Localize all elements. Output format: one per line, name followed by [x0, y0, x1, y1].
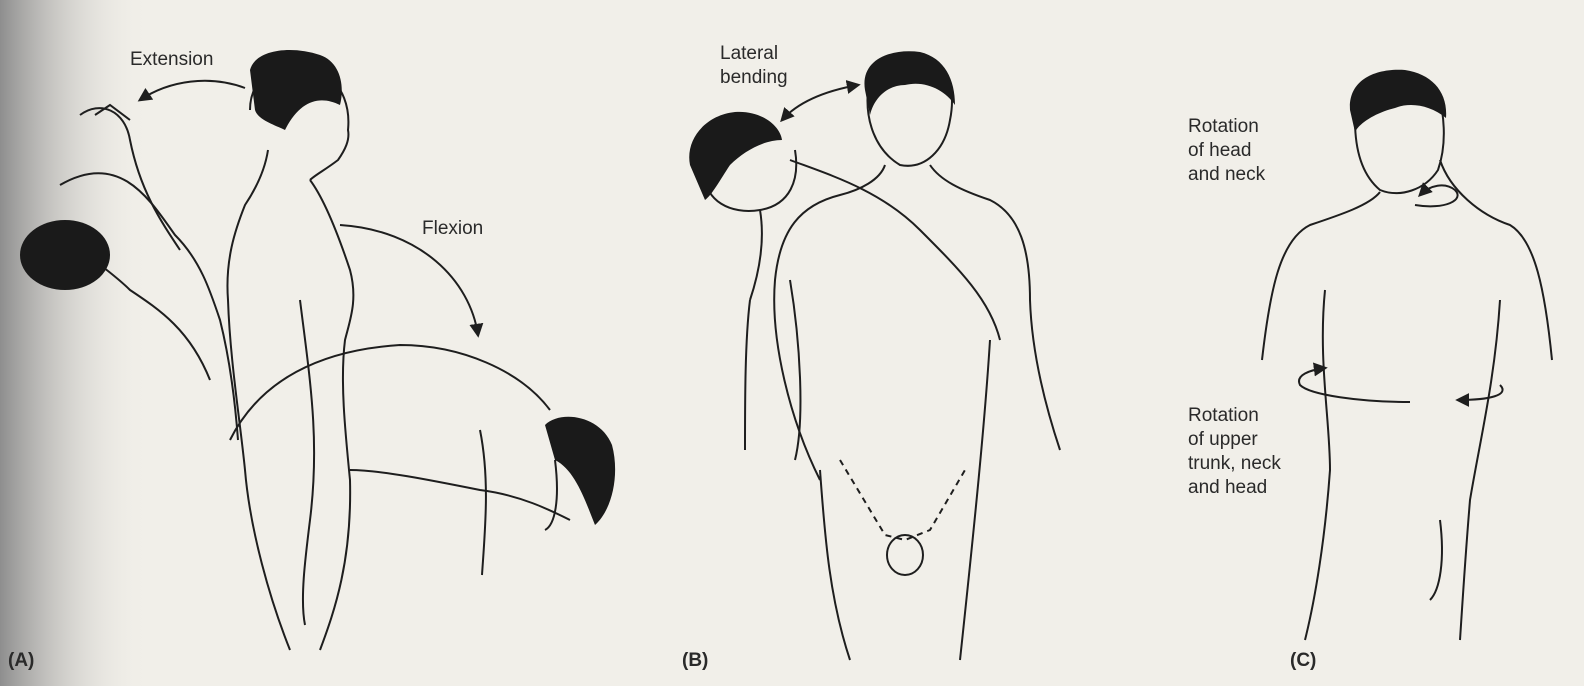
label-lateral-bending: Lateral bending	[720, 42, 788, 90]
label-line: Lateral	[720, 42, 788, 66]
label-rotation-trunk: Rotation of upper trunk, neck and head	[1188, 404, 1281, 500]
label-line: of upper	[1188, 428, 1281, 452]
label-line: of head	[1188, 139, 1265, 163]
panel-letter-c: (C)	[1290, 650, 1316, 672]
hair-extension	[20, 220, 110, 290]
label-line: Rotation	[1188, 115, 1265, 139]
label-flexion: Flexion	[422, 217, 483, 241]
scan-shadow	[0, 0, 150, 686]
panel-letter-a: (A)	[8, 650, 34, 672]
panel-letter-b: (B)	[682, 650, 708, 672]
label-line: bending	[720, 66, 788, 90]
label-line: and neck	[1188, 163, 1265, 187]
label-line: trunk, neck	[1188, 452, 1281, 476]
label-extension: Extension	[130, 48, 213, 72]
label-line: Rotation	[1188, 404, 1281, 428]
label-line: and head	[1188, 476, 1281, 500]
label-rotation-head-neck: Rotation of head and neck	[1188, 115, 1265, 187]
